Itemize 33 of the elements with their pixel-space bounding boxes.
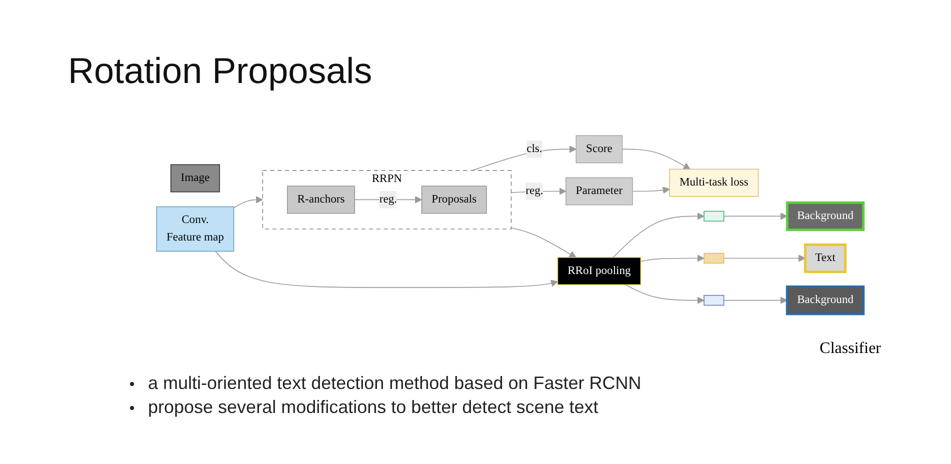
edge-label: reg. bbox=[526, 185, 544, 198]
node-box: R-anchors bbox=[286, 186, 356, 214]
node-box: Conv. Feature map bbox=[156, 206, 234, 252]
node-box: Background bbox=[786, 202, 865, 232]
node-box: Score bbox=[576, 135, 623, 164]
column-label: Classifier bbox=[820, 340, 881, 358]
node-box: Parameter bbox=[565, 177, 633, 206]
arrow bbox=[612, 212, 704, 258]
node-box: Image bbox=[170, 164, 220, 193]
node-box bbox=[704, 211, 724, 222]
node-box bbox=[704, 253, 724, 264]
arrow bbox=[723, 254, 806, 262]
arrow bbox=[214, 251, 558, 288]
arrow bbox=[233, 196, 263, 208]
edge-label: reg. bbox=[379, 194, 398, 206]
node-box: RRoI pooling bbox=[557, 257, 642, 286]
arrow bbox=[510, 228, 576, 258]
arrow bbox=[723, 212, 788, 220]
bullet-text: propose several modifications to better detect scene text bbox=[148, 397, 598, 418]
arrow bbox=[472, 146, 576, 172]
node-box: Background bbox=[786, 286, 865, 316]
node-box: Multi-task loss bbox=[669, 169, 759, 198]
arrow bbox=[624, 284, 704, 304]
bullet-text: a multi-oriented text detection method based on Faster RCNN bbox=[148, 373, 642, 394]
arrow bbox=[632, 186, 670, 194]
node-box: Proposals bbox=[421, 186, 487, 214]
node-box bbox=[704, 295, 724, 306]
node-box: Text bbox=[804, 244, 847, 274]
arrow bbox=[723, 296, 788, 304]
slide-title: Rotation Proposals bbox=[68, 50, 372, 92]
edge-label: cls. bbox=[526, 143, 542, 156]
arrow bbox=[640, 254, 704, 262]
arrow bbox=[622, 149, 690, 170]
